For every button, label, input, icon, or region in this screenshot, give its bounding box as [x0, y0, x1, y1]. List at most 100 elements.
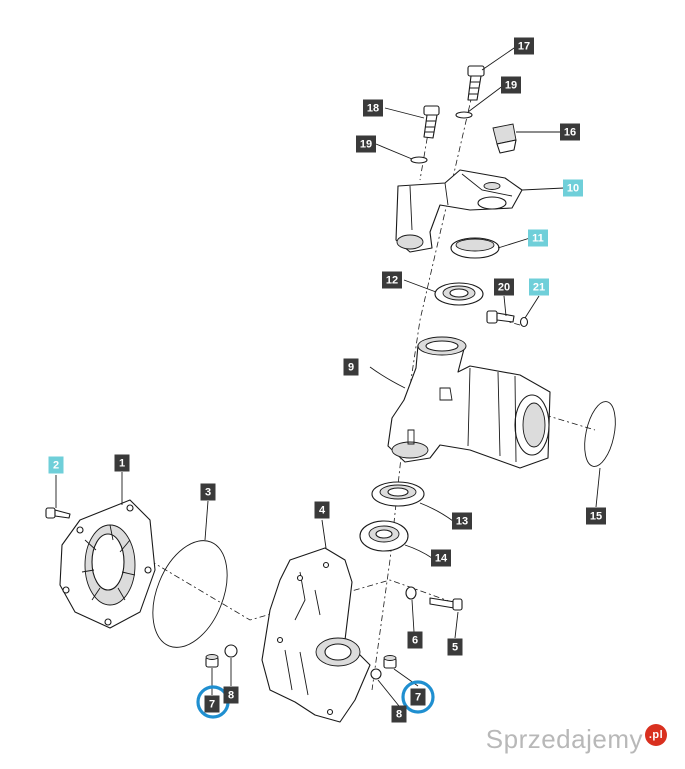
callout-box	[528, 229, 548, 247]
callout-box	[114, 454, 130, 472]
watermark-text: Sprzedajemy	[485, 724, 643, 754]
bolt-20	[486, 310, 515, 324]
seal-12	[434, 282, 484, 306]
washer-21	[519, 316, 529, 328]
callout-16: 16	[560, 123, 580, 141]
axis-lines	[89, 77, 596, 691]
callout-5: 5	[447, 638, 463, 656]
screw-2	[45, 507, 71, 519]
callout-number: 19	[360, 139, 372, 151]
callout-box	[452, 512, 472, 530]
bracket-10	[395, 169, 523, 253]
callout-20: 20	[494, 278, 514, 296]
callout-4: 4	[314, 501, 330, 519]
callout-box	[48, 456, 64, 474]
highlight-circle-right	[401, 680, 435, 714]
callout-number: 1	[119, 458, 125, 470]
callout-number: 6	[412, 635, 418, 647]
callout-3: 3	[200, 483, 216, 501]
callout-1: 1	[114, 454, 130, 472]
callout-number: 13	[456, 516, 468, 528]
callout-box	[431, 549, 451, 567]
callout-15: 15	[586, 507, 606, 525]
callout-number: 3	[205, 487, 211, 499]
callout-number: 17	[518, 41, 530, 53]
callout-box	[501, 76, 521, 94]
callout-box	[204, 695, 220, 713]
callout-box	[314, 501, 330, 519]
seal-ring-11	[450, 237, 500, 259]
callout-9: 9	[343, 358, 359, 376]
washer-8-left	[224, 644, 238, 658]
callout-number: 9	[348, 362, 354, 374]
callout-box	[391, 705, 407, 723]
callout-number: 2	[53, 460, 59, 472]
callout-13: 13	[452, 512, 472, 530]
washer-6	[405, 586, 417, 600]
plug-7-right	[383, 655, 397, 669]
callout-number: 11	[532, 233, 544, 245]
callout-number: 4	[319, 505, 326, 517]
callout-19: 19	[356, 135, 376, 153]
callout-17: 17	[514, 37, 534, 55]
callout-11: 11	[528, 229, 548, 247]
callout-box	[382, 271, 402, 289]
watermark-logo: Sprzedajemy.pl	[486, 724, 667, 755]
bolt-17	[467, 65, 485, 101]
washer-19-upper	[455, 111, 473, 119]
washer-8-right	[370, 668, 382, 680]
o-ring-15	[584, 401, 616, 467]
callout-box	[407, 631, 423, 649]
callout-6: 6	[407, 631, 423, 649]
callout-12: 12	[382, 271, 402, 289]
callout-number: 8	[396, 709, 402, 721]
gear-housing-4	[261, 547, 371, 723]
callout-box	[363, 99, 383, 117]
callout-number: 15	[590, 511, 602, 523]
callout-number: 16	[564, 127, 576, 139]
callout-box	[356, 135, 376, 153]
callout-number: 19	[505, 80, 517, 92]
bolt-5	[429, 597, 463, 611]
callout-number: 18	[367, 103, 379, 115]
callout-number: 14	[435, 553, 448, 565]
callout-box	[447, 638, 463, 656]
watermark-badge: .pl	[645, 724, 667, 746]
callout-box	[223, 686, 239, 704]
leader-lines	[55, 45, 601, 707]
callout-7: 7	[410, 688, 426, 706]
bearing-14	[359, 520, 409, 552]
callout-box	[200, 483, 216, 501]
plug-7-left	[205, 654, 219, 668]
callout-box	[514, 37, 534, 55]
gasket-3	[152, 540, 228, 648]
callout-box	[529, 278, 549, 296]
bolt-18	[423, 105, 440, 139]
callout-number: 7	[209, 699, 215, 711]
callout-box	[410, 688, 426, 706]
callout-number: 12	[386, 275, 398, 287]
callout-number: 10	[567, 183, 579, 195]
callout-2: 2	[48, 456, 64, 474]
callout-number: 7	[415, 692, 421, 704]
callout-19: 19	[501, 76, 521, 94]
callout-box	[586, 507, 606, 525]
callout-18: 18	[363, 99, 383, 117]
callout-14: 14	[431, 549, 451, 567]
callout-10: 10	[563, 179, 583, 197]
housing-9	[387, 336, 551, 469]
callout-21: 21	[529, 278, 549, 296]
callout-box	[563, 179, 583, 197]
callout-number: 5	[452, 642, 458, 654]
callout-8: 8	[391, 705, 407, 723]
cover-1	[59, 499, 156, 629]
callout-7: 7	[204, 695, 220, 713]
seal-13	[371, 481, 425, 507]
callout-number: 21	[533, 282, 545, 294]
callout-number: 20	[498, 282, 510, 294]
callout-box	[494, 278, 514, 296]
callout-number: 8	[228, 690, 234, 702]
callout-box	[343, 358, 359, 376]
